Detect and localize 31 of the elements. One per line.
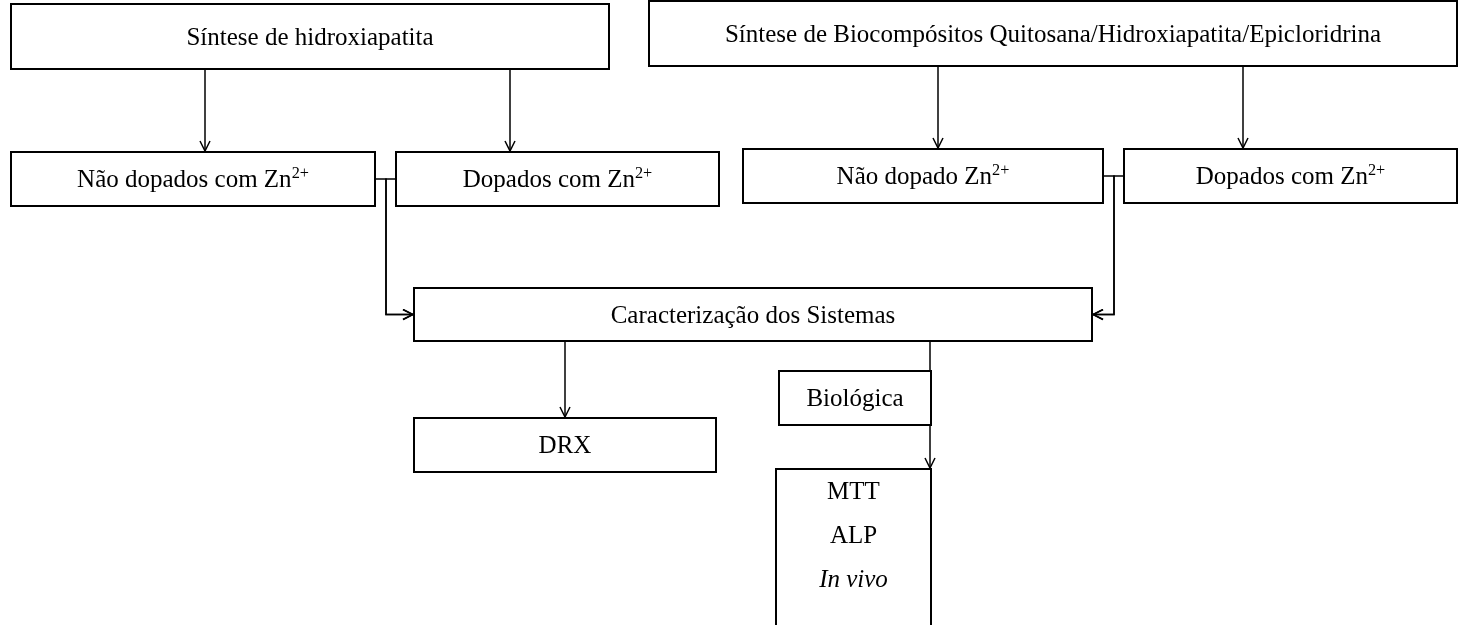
process-box	[1123, 148, 1458, 204]
process-box	[648, 0, 1458, 67]
process-box	[778, 370, 932, 426]
arrow	[199, 69, 211, 152]
process-box	[775, 468, 932, 625]
arrow	[924, 425, 936, 469]
box-label: In vivo	[819, 564, 888, 594]
box-label: ALP	[829, 520, 878, 550]
arrow	[1237, 66, 1249, 149]
connector-line	[929, 341, 931, 371]
process-box	[395, 151, 720, 207]
box-label: Síntese de hidroxiapatita	[186, 21, 434, 52]
process-box	[413, 287, 1093, 342]
box-label: Dopados com Zn$^{2+}$	[1195, 161, 1386, 191]
box-label: Não dopados com Zn$^{2+}$	[77, 164, 309, 194]
process-box	[10, 3, 610, 70]
arrow	[504, 69, 516, 152]
box-label: Não dopado Zn$^{2+}$	[836, 161, 1010, 191]
arrow	[1092, 175, 1124, 321]
arrow	[559, 341, 571, 418]
process-box	[742, 148, 1104, 204]
box-label: Caracterização dos Sistemas	[610, 299, 896, 330]
arrow	[385, 178, 414, 321]
process-box	[10, 151, 376, 207]
process-box	[413, 417, 717, 473]
box-label: Síntese de Biocompósitos Quitosana/Hidroxiapatita/Epicloridrina	[724, 18, 1382, 49]
box-label: MTT	[827, 476, 880, 506]
box-label: Dopados com Zn$^{2+}$	[462, 164, 653, 194]
arrow	[932, 66, 944, 149]
box-label: DRX	[538, 430, 592, 460]
box-label: Biológica	[806, 383, 904, 413]
